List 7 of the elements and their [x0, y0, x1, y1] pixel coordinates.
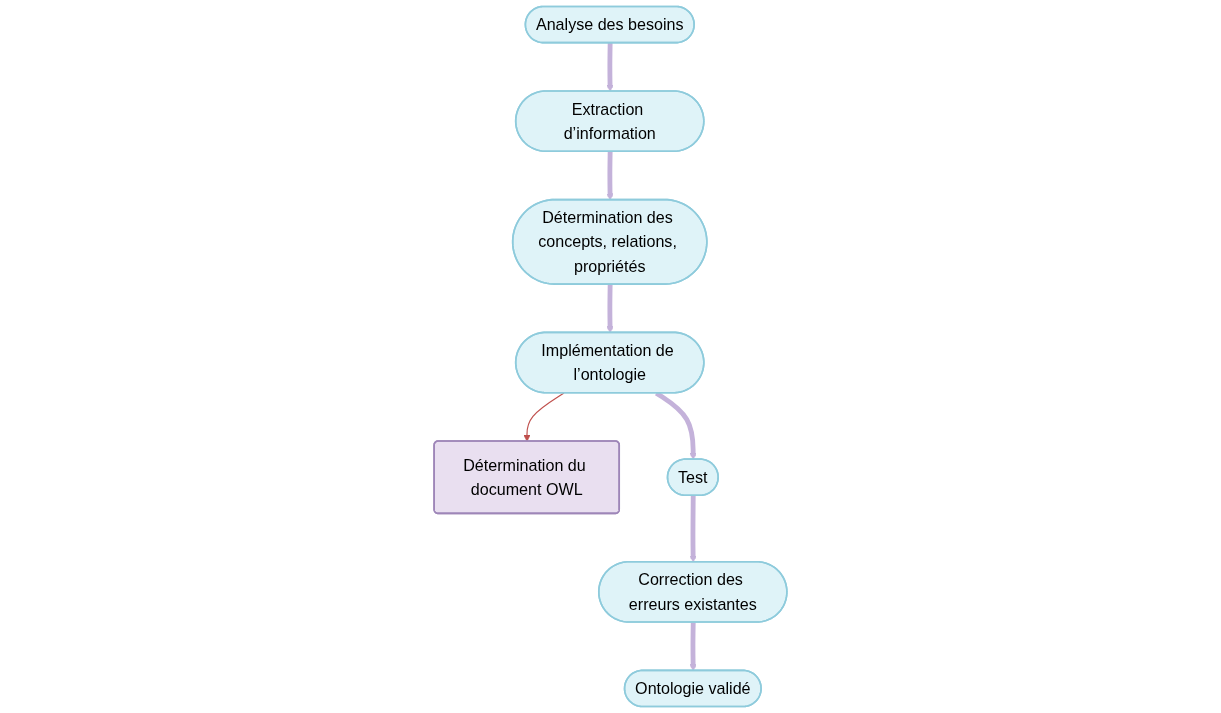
arrow: [689, 622, 697, 672]
arrow: [606, 284, 614, 334]
arrow: [606, 43, 614, 92]
arrow: [689, 495, 697, 563]
arrow: [655, 391, 697, 460]
arrow: [606, 151, 614, 201]
arrow: [523, 392, 565, 442]
